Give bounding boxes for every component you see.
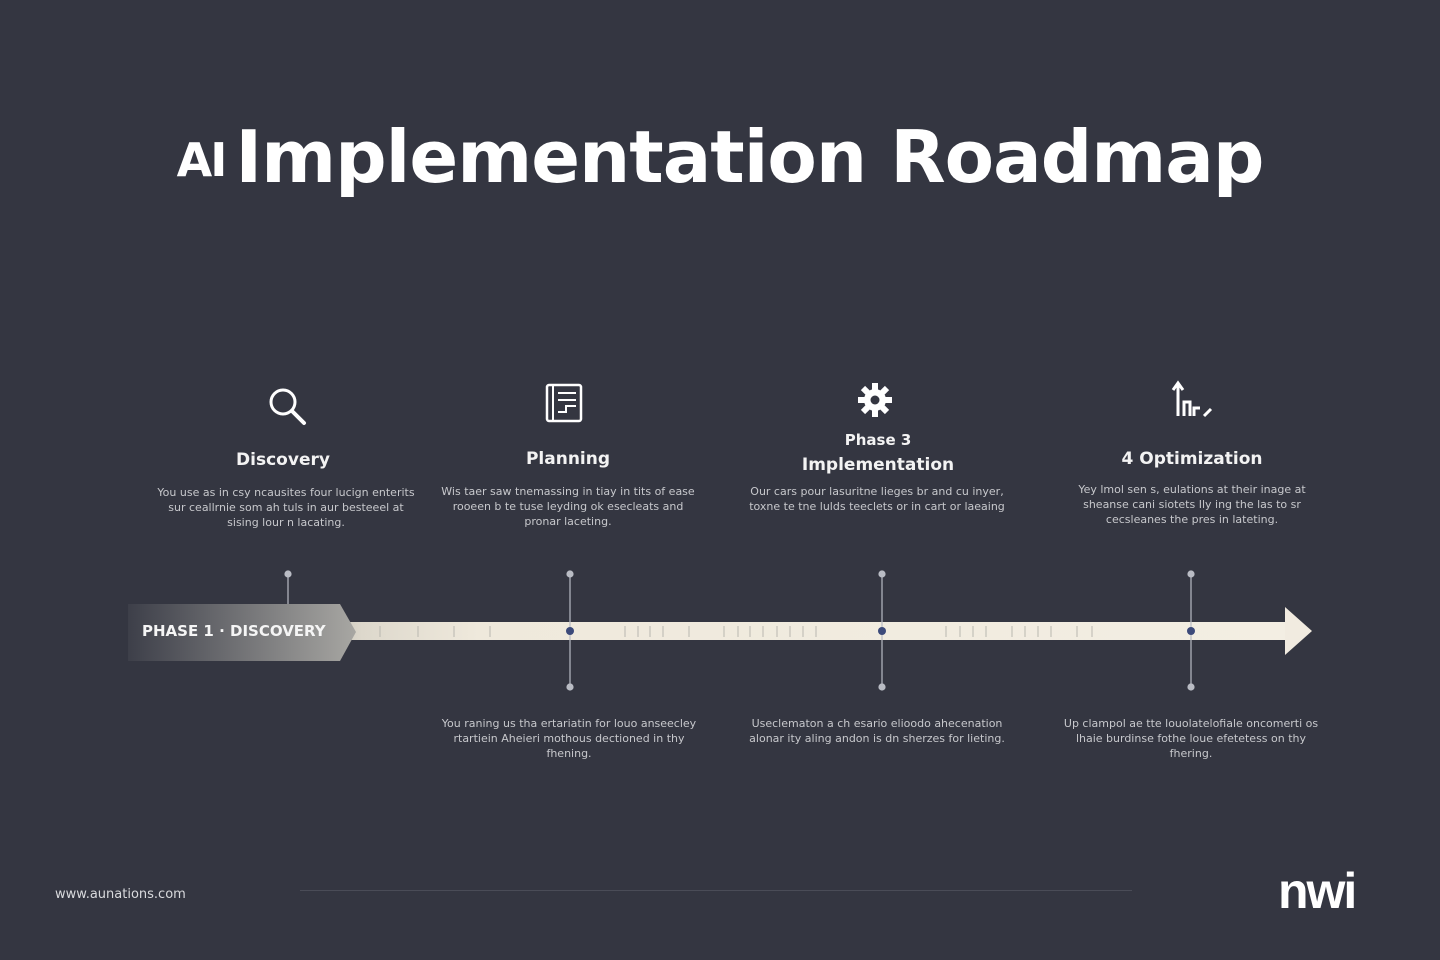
search-icon (265, 384, 309, 428)
timeline-node-planning (566, 627, 574, 635)
phase-bottom-description-planning: You raning us tha ertariatin for louo an… (441, 717, 697, 760)
phase-description-optimization: Yey lmol sen s, eulations at their inage… (1078, 483, 1306, 526)
title-prefix: AI (176, 133, 228, 187)
footer-divider (300, 890, 1132, 891)
phase-bottom-description-implementation: Useclematon a ch esario elioodo ahecenat… (749, 717, 1005, 745)
timeline-node-implementation (878, 627, 886, 635)
phase-title-optimization: 4 Optimization (1121, 449, 1263, 469)
title-main: Implementation Roadmap (235, 115, 1264, 199)
phase-bottom-description-optimization: Up clampol ae tte louolatelofiale oncome… (1063, 717, 1319, 760)
timeline-node-optimization (1187, 627, 1195, 635)
phase-1-chevron (128, 604, 356, 661)
phase-1-label: PHASE 1 · DISCOVERY (142, 622, 326, 640)
phase-number-label: Phase 3 (844, 431, 912, 449)
phase-title-discovery: Discovery (236, 450, 330, 470)
growth-arrow-icon (1170, 378, 1214, 422)
brand-logo: nwi (1278, 863, 1357, 919)
timeline-connector-discovery (284, 570, 292, 604)
timeline-ticks (379, 626, 1093, 637)
footer-url[interactable]: www.aunations.com (55, 887, 186, 902)
phase-description-implementation: Our cars pour lasuritne lieges br and cu… (749, 485, 1005, 513)
timeline-arrow (130, 607, 1312, 655)
phase-description-planning: Wis taer saw tnemassing in tiay in tits … (441, 485, 695, 528)
gear-icon (853, 378, 897, 422)
phase-title-implementation: Phase 3 Implementation (748, 428, 1008, 478)
document-icon (544, 380, 588, 424)
phase-description-discovery: You use as in csy ncausites four lucign … (157, 486, 415, 529)
phase-title-planning: Planning (525, 449, 611, 469)
